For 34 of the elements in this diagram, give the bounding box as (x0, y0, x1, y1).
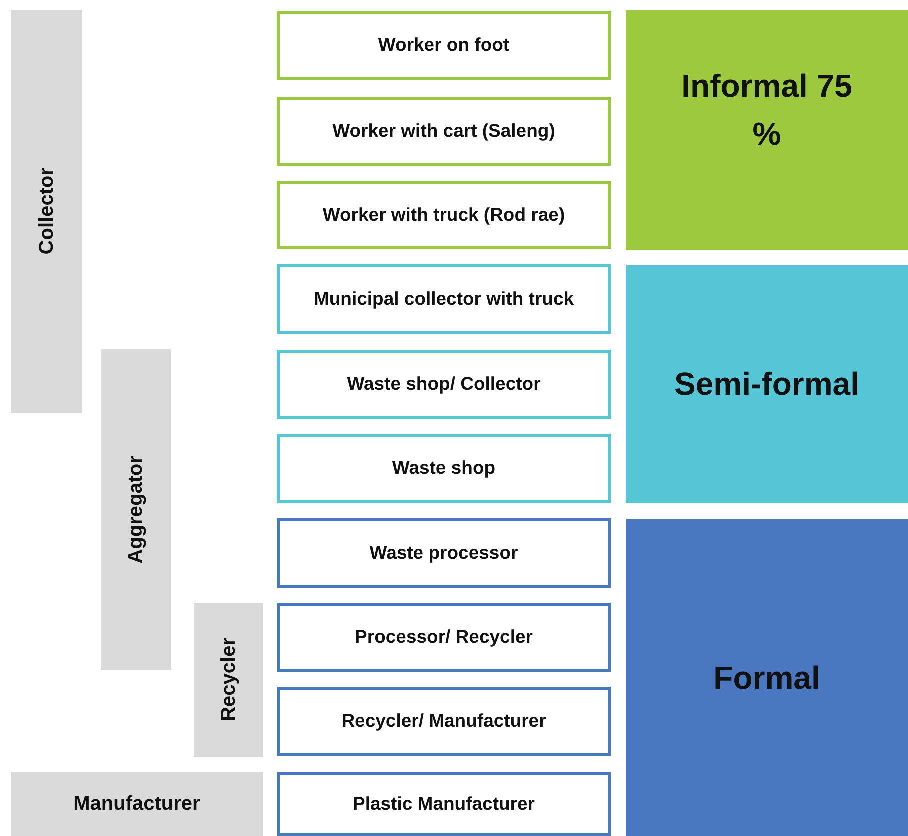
actor-label: Recycler/ Manufacturer (342, 710, 546, 733)
actor-box (277, 97, 611, 166)
actor-label: Plastic Manufacturer (353, 792, 535, 816)
actor-label: Municipal collector with truck (314, 288, 574, 310)
role-label: Aggregator (124, 456, 148, 564)
actor-label: Processor/ Recycler (355, 626, 533, 649)
sector-label: Formal (714, 658, 820, 698)
actor-box (277, 603, 611, 672)
sector-label: Semi-formal (674, 365, 860, 404)
actor-box (277, 350, 611, 419)
actor-box (277, 772, 611, 836)
actor-box (277, 264, 611, 334)
role-bar (11, 772, 263, 836)
role-label: Recycler (216, 638, 240, 722)
actor-box (277, 181, 611, 249)
actor-label: Worker with cart (Saleng) (332, 120, 556, 143)
actor-box (277, 434, 611, 503)
actor-box (277, 687, 611, 756)
role-bar (11, 10, 82, 413)
role-label: Collector (34, 168, 58, 255)
role-label: Manufacturer (74, 792, 200, 816)
sector-panel (626, 519, 908, 836)
actor-label: Waste shop (392, 457, 496, 480)
sector-label: Informal 75 % (680, 67, 854, 154)
actor-label: Waste processor (370, 542, 518, 564)
sector-panel (626, 10, 908, 250)
actor-box (277, 518, 611, 588)
sector-panel (626, 265, 908, 503)
actor-label: Worker on foot (378, 34, 510, 57)
actor-label: Worker with truck (Rod rae) (322, 204, 566, 226)
role-bar (194, 603, 263, 757)
actor-box (277, 11, 611, 80)
actor-label: Waste shop/ Collector (347, 373, 541, 396)
role-bar (101, 349, 171, 670)
